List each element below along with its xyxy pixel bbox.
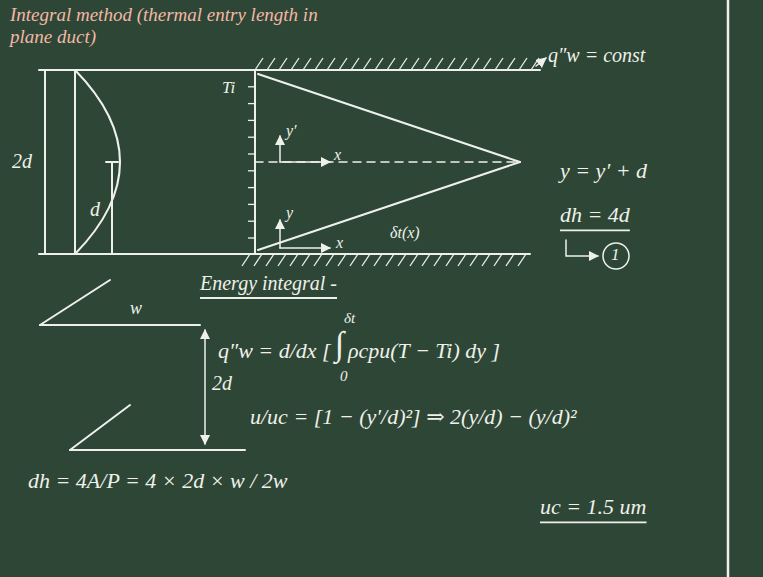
hatch-line <box>423 58 431 70</box>
callout-number: 1 <box>611 245 620 265</box>
limit: δt <box>344 310 355 327</box>
heat-tick <box>248 137 254 138</box>
hatch-line <box>435 58 443 70</box>
hatch-line <box>447 58 455 70</box>
equation: dh = 4d <box>560 202 630 227</box>
underline <box>560 229 630 231</box>
heat-tick <box>248 103 254 104</box>
heat-tick <box>248 120 254 121</box>
hatch-line <box>411 58 419 70</box>
hatch-line <box>302 254 310 266</box>
equation: q″w = d/dx [ <box>218 338 331 363</box>
hatch-line <box>495 58 503 70</box>
heat-tick <box>248 187 254 188</box>
hatch-line <box>254 254 262 266</box>
hatch-line <box>434 254 442 266</box>
hatch-line <box>374 254 382 266</box>
wall-hatching <box>242 58 539 266</box>
underline <box>540 521 647 523</box>
hatch-line <box>459 58 467 70</box>
inlet-temp: Ti <box>222 78 235 98</box>
hatch-line <box>326 254 334 266</box>
hatch-line <box>315 58 323 70</box>
hatch-line <box>470 254 478 266</box>
dimension: w <box>130 298 142 319</box>
axis-label: y′ <box>286 122 297 140</box>
hatch-line <box>303 58 311 70</box>
hatch-line <box>471 58 479 70</box>
hatch-line <box>458 254 466 266</box>
hatch-line <box>410 254 418 266</box>
hatch-line <box>483 58 491 70</box>
heat-tick <box>248 69 254 70</box>
integral-sign: ∫ <box>335 324 344 363</box>
hatch-line <box>386 254 394 266</box>
hatch-line <box>267 58 275 70</box>
flux-label: q″w = const <box>548 44 645 67</box>
hatch-line <box>446 254 454 266</box>
hatch-line <box>291 58 299 70</box>
hatch-line <box>363 58 371 70</box>
hatch-line <box>422 254 430 266</box>
title: Integral method (thermal entry length in… <box>10 4 350 48</box>
equation: ρcpu(T − Ti) dy ] <box>348 338 500 363</box>
heat-tick <box>248 221 254 222</box>
hatch-line <box>242 254 250 266</box>
hatch-line <box>327 58 335 70</box>
axis-label: y <box>286 204 293 222</box>
hatch-line <box>518 254 526 266</box>
axis-label: x <box>334 146 341 164</box>
underline <box>200 297 337 299</box>
dimension: d <box>90 198 100 221</box>
hatch-line <box>398 254 406 266</box>
hatch-line <box>255 58 263 70</box>
hatch-line <box>531 58 539 70</box>
equation: u/uc = [1 − (y′/d)²] ⇒ 2(y/d) − (y/d)² <box>250 404 577 429</box>
hatch-line <box>266 254 274 266</box>
dimension: 2d <box>12 150 32 173</box>
hatch-line <box>279 58 287 70</box>
hatch-line <box>507 58 515 70</box>
hatch-line <box>494 254 502 266</box>
heading-note: Energy integral - <box>200 272 337 295</box>
hatch-line <box>387 58 395 70</box>
layer-label: δt(x) <box>390 224 420 242</box>
hatch-line <box>362 254 370 266</box>
hatch-line <box>290 254 298 266</box>
axis-label: x <box>336 234 343 252</box>
hatch-line <box>314 254 322 266</box>
duct-figure <box>39 58 629 269</box>
hatch-line <box>519 58 527 70</box>
hatch-line <box>375 58 383 70</box>
hatch-line <box>506 254 514 266</box>
hatch-line <box>482 254 490 266</box>
limit: 0 <box>340 368 348 385</box>
equation: y = y′ + d <box>560 158 647 183</box>
equation: dh = 4A/P = 4 × 2d × w / 2w <box>28 468 287 493</box>
hatch-line <box>338 254 346 266</box>
heat-tick <box>248 86 254 87</box>
dimension: 2d <box>212 372 232 395</box>
hatch-line <box>278 254 286 266</box>
heat-tick <box>248 170 254 171</box>
hatch-line <box>399 58 407 70</box>
equation: uc = 1.5 um <box>540 494 647 519</box>
heat-tick <box>248 153 254 154</box>
heat-tick <box>248 237 254 238</box>
hatch-line <box>351 58 359 70</box>
hatch-line <box>350 254 358 266</box>
heat-tick <box>248 204 254 205</box>
hatch-line <box>339 58 347 70</box>
